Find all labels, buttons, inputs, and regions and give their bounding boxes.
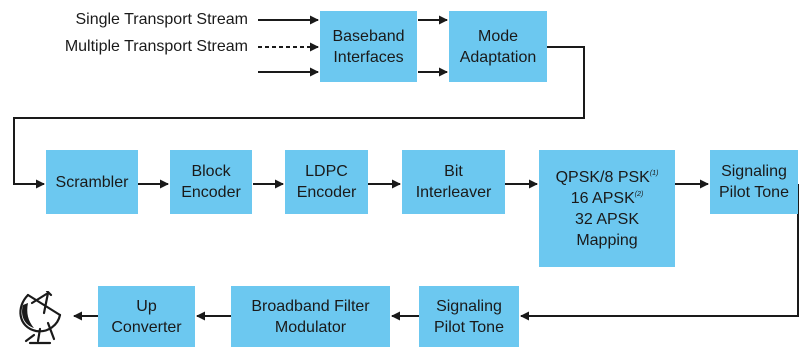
upconverter-line-2: Converter [111,318,182,336]
ldpc-line-1: LDPC [305,163,348,180]
mapping-line-2: 16 APSK(2) [570,189,644,207]
pilot-top-line-2: Pilot Tone [719,184,789,201]
bit-interleaver-line-2: Interleaver [415,184,492,201]
modulator-line-1: Broadband Filter [251,297,370,315]
mode-to-scrambler-line [13,46,585,189]
pilot-bottom-line-1: Signaling [436,297,502,315]
modulator-line-2: Modulator [274,318,347,336]
signaling-pilot-tone-block-top: Signaling Pilot Tone [710,150,798,214]
mode-line-2: Adaptation [459,48,537,66]
single-stream-label: Single Transport Stream [75,11,248,28]
broadband-filter-modulator-block: Broadband Filter Modulator [231,286,390,347]
bit-interleaver-line-1: Bit [444,163,463,180]
bit-interleaver-block: Bit Interleaver [402,150,505,214]
satellite-dish-icon [19,291,62,345]
up-converter-block: Up Converter [98,286,195,347]
mapping-line-3: 32 APSK [574,210,640,228]
multiple-stream-label: Multiple Transport Stream [64,38,248,55]
upconverter-line-1: Up [136,297,157,315]
mapping-line-1: QPSK/8 PSK(1) [555,168,659,186]
ldpc-encoder-block: LDPC Encoder [285,150,368,214]
baseband-line-2: Interfaces [333,48,404,66]
mapping-note-2: (2) [634,190,644,198]
mode-adaptation-block: Mode Adaptation [449,11,547,82]
baseband-interfaces-block: Baseband Interfaces [320,11,417,82]
mode-line-1: Mode [477,27,519,45]
pilot-top-line-1: Signaling [721,163,787,180]
pilot-to-bottom-line [520,184,799,321]
ldpc-line-2: Encoder [296,184,357,201]
pilot-bottom-line-2: Pilot Tone [434,318,504,336]
block-encoder-block: Block Encoder [170,150,252,214]
mapping-line-4: Mapping [576,231,638,249]
scrambler-block: Scrambler [46,150,138,214]
mapping-block: QPSK/8 PSK(1) 16 APSK(2) 32 APSK Mapping [539,150,675,267]
scrambler-label: Scrambler [55,173,129,191]
block-encoder-line-1: Block [191,163,231,180]
signaling-pilot-tone-block-bottom: Signaling Pilot Tone [419,286,519,347]
mapping-note-1: (1) [649,169,659,177]
block-encoder-line-2: Encoder [181,184,241,201]
baseband-line-1: Baseband [332,27,405,45]
